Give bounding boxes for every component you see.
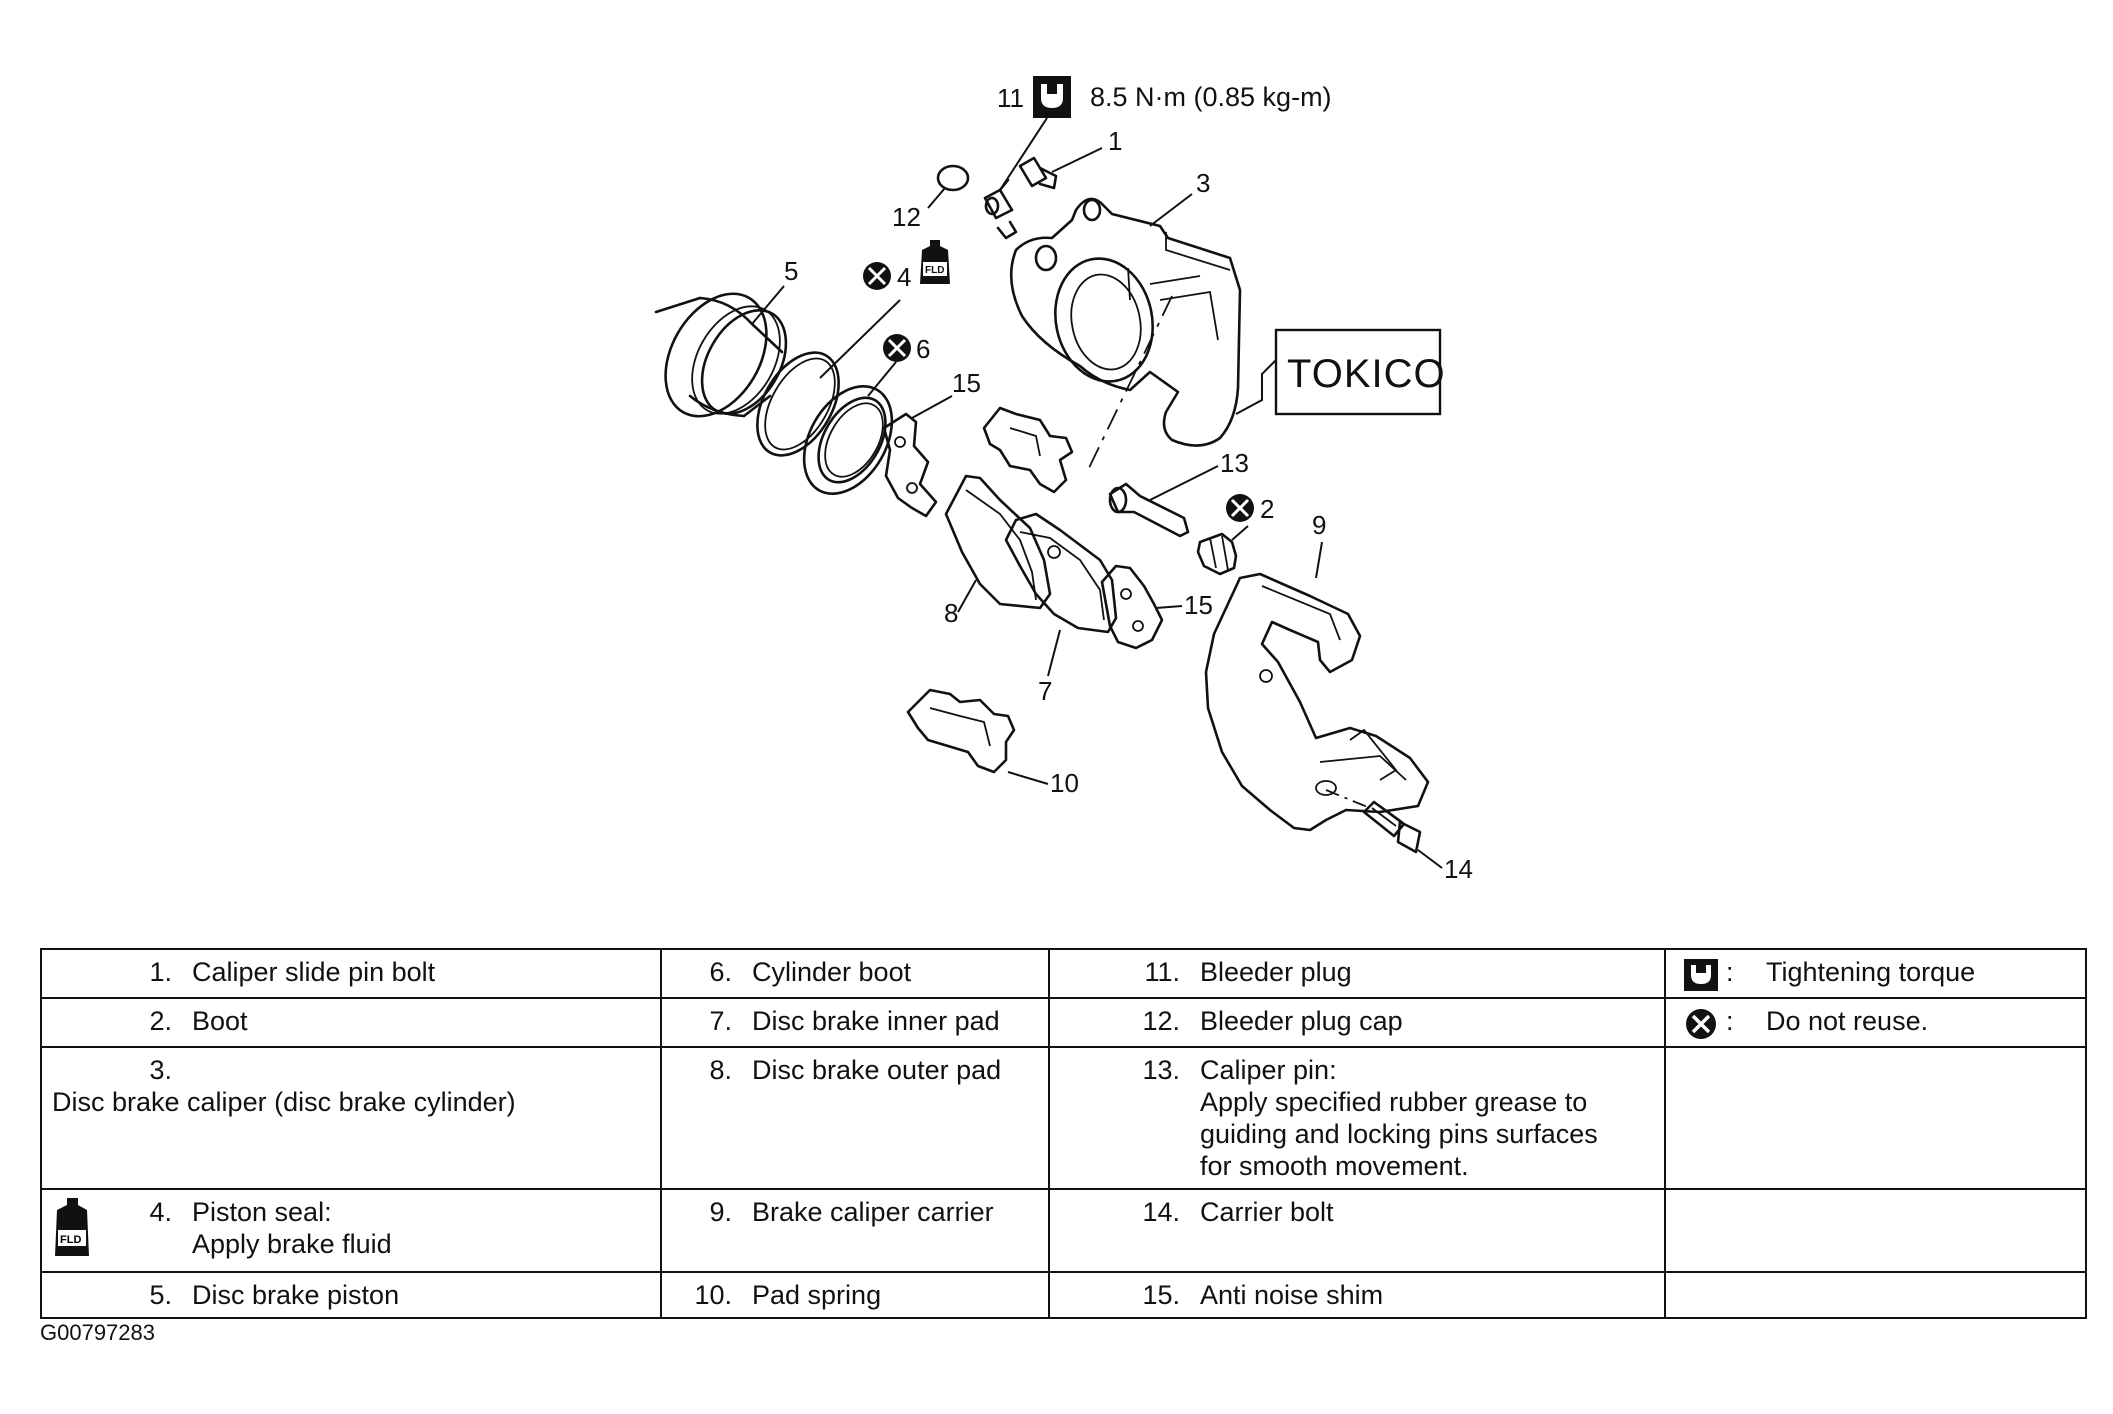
- legend-cell: :Do not reuse.: [1664, 996, 2087, 1048]
- callout-2: 2: [1260, 494, 1274, 524]
- brake-fluid-bottle-icon-diagram: FLD: [920, 240, 950, 284]
- callout-1: 1: [1108, 126, 1122, 156]
- legend-cell: [1664, 1270, 2087, 1319]
- brand-label: TOKICO: [1287, 352, 1446, 396]
- legend-cell: [1664, 1045, 2087, 1190]
- do-not-reuse-icon-4: [863, 262, 891, 290]
- table-row: 1.Caliper slide pin bolt 6.Cylinder boot…: [40, 948, 2087, 999]
- pad-spring-upper: [982, 406, 1074, 494]
- callout-12: 12: [892, 202, 921, 232]
- legend-cell: 15.Anti noise shim: [1048, 1270, 1666, 1319]
- svg-text:FLD: FLD: [60, 1234, 81, 1246]
- table-row: 3.Disc brake caliper (disc brake cylinde…: [40, 1045, 2087, 1190]
- anti-noise-shim-upper: [882, 412, 938, 518]
- legend-cell: 12.Bleeder plug cap: [1048, 996, 1666, 1048]
- disc-brake-outer-pad: [944, 474, 1052, 610]
- callout-11: 11: [997, 83, 1024, 113]
- legend-cell: 13.Caliper pin:Apply specified rubber gr…: [1048, 1045, 1666, 1190]
- legend-text: Caliper pin:: [1200, 1054, 1337, 1085]
- do-not-reuse-icon-6: [883, 334, 911, 362]
- callout-10: 10: [1050, 768, 1079, 798]
- crossed-circle-icon: [1676, 1006, 1726, 1040]
- caliper-slide-pin-bolt: [1018, 156, 1058, 190]
- piston-seal: [756, 351, 840, 457]
- disc-brake-caliper: [1009, 197, 1242, 447]
- legend-cell: :Tightening torque: [1664, 948, 2087, 999]
- legend-text: for smooth movement.: [1200, 1150, 1469, 1181]
- callout-13: 13: [1220, 448, 1249, 478]
- brand-label-box: [1274, 328, 1442, 416]
- callout-4: 4: [897, 262, 911, 292]
- legend-text: Piston seal:: [192, 1196, 332, 1227]
- brake-caliper-carrier: [1204, 572, 1430, 832]
- legend-text: guiding and locking pins surfaces: [1200, 1118, 1598, 1149]
- callout-6: 6: [916, 334, 930, 364]
- legend-cell: 14.Carrier bolt: [1048, 1187, 1666, 1273]
- legend-cell: [1664, 1187, 2087, 1273]
- bleeder-plug-cap: [936, 164, 970, 192]
- legend-cell: 1.Caliper slide pin bolt: [40, 948, 662, 999]
- legend-cell: 8.Disc brake outer pad: [660, 1045, 1050, 1190]
- callout-8: 8: [944, 598, 958, 628]
- pad-spring-lower: [906, 688, 1016, 774]
- callout-15a: 15: [952, 368, 981, 398]
- legend-cell: 11.Bleeder plug: [1048, 948, 1666, 999]
- cylinder-boot: [802, 384, 894, 496]
- legend-cell: FLD 4.Piston seal:Apply brake fluid: [40, 1187, 662, 1273]
- legend-cell: 6.Cylinder boot: [660, 948, 1050, 999]
- disc-brake-piston: [654, 292, 788, 418]
- torque-wrench-icon: [1676, 957, 1726, 991]
- caliper-pin: [1108, 482, 1190, 538]
- disc-brake-inner-pad: [1004, 512, 1118, 634]
- brake-fluid-bottle-icon: FLD: [52, 1196, 112, 1265]
- legend-text: Apply specified rubber grease to: [1200, 1086, 1588, 1117]
- exploded-brake-diagram: 11 8.5 N·m (0.85 kg-m) 12 1 3 TOKICO: [654, 76, 1473, 884]
- table-row: 2.Boot 7.Disc brake inner pad 12.Bleeder…: [40, 996, 2087, 1048]
- table-row: 5.Disc brake piston 10.Pad spring 15.Ant…: [40, 1270, 2087, 1319]
- parts-legend-table: 1.Caliper slide pin bolt 6.Cylinder boot…: [40, 948, 2087, 1319]
- callout-5: 5: [784, 256, 798, 286]
- carrier-bolt: [1362, 800, 1422, 854]
- legend-cell: 3.Disc brake caliper (disc brake cylinde…: [40, 1045, 662, 1190]
- legend-text: Apply brake fluid: [192, 1228, 392, 1259]
- anti-noise-shim-lower: [1100, 564, 1164, 650]
- boot: [1196, 532, 1238, 576]
- document-id: G00797283: [40, 1320, 155, 1345]
- svg-text:FLD: FLD: [925, 265, 944, 276]
- table-row: FLD 4.Piston seal:Apply brake fluid 9.Br…: [40, 1187, 2087, 1273]
- callout-15b: 15: [1184, 590, 1213, 620]
- legend-cell: 10.Pad spring: [660, 1270, 1050, 1319]
- torque-wrench-icon: [1033, 76, 1071, 118]
- legend-cell: 5.Disc brake piston: [40, 1270, 662, 1319]
- legend-cell: 2.Boot: [40, 996, 662, 1048]
- callout-3: 3: [1196, 168, 1210, 198]
- torque-spec: 8.5 N·m (0.85 kg-m): [1090, 82, 1332, 112]
- do-not-reuse-icon-2: [1226, 494, 1254, 522]
- legend-cell: 7.Disc brake inner pad: [660, 996, 1050, 1048]
- legend-cell: 9.Brake caliper carrier: [660, 1187, 1050, 1273]
- callout-14: 14: [1444, 854, 1473, 884]
- callout-7: 7: [1038, 676, 1052, 706]
- callout-9: 9: [1312, 510, 1326, 540]
